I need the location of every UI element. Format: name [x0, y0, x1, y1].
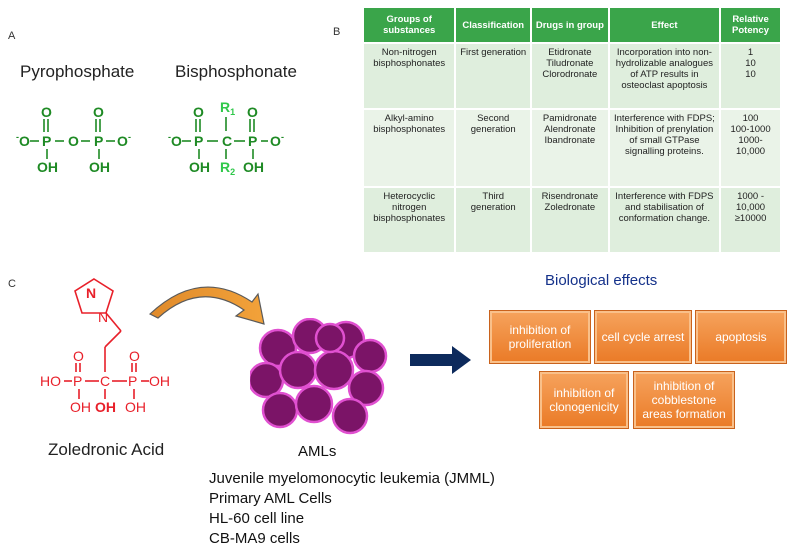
effect-box-clonogenicity: inhibition of clonogenicity	[539, 371, 629, 429]
table-row: Alkyl-amino bisphosphonates Second gener…	[364, 110, 780, 186]
svg-text:P: P	[194, 133, 203, 149]
svg-text:OH: OH	[37, 159, 58, 175]
panel-label-c: C	[8, 278, 16, 290]
table-row: Heterocyclic nitrogen bisphosphonates Th…	[364, 188, 780, 252]
effect-box-cobblestone: inhibition of cobblestone areas formatio…	[633, 371, 735, 429]
table-row: Non-nitrogen bisphosphonates First gener…	[364, 44, 780, 108]
svg-text:HO: HO	[40, 373, 61, 389]
effect-label: apoptosis	[715, 330, 767, 344]
svg-text:-: -	[281, 132, 284, 142]
cell-drugs: Pamidronate Alendronate Ibandronate	[532, 110, 608, 186]
cell-drugs: Risendronate Zoledronate	[532, 188, 608, 252]
bisphosphonate-structure: O O R1 -O P C P O- OH R2 OH	[168, 99, 284, 177]
cell-potency: 1000 - 10,000 ≥10000	[721, 188, 780, 252]
svg-text:O: O	[68, 133, 79, 149]
svg-text:O: O	[41, 104, 52, 120]
aml-label: AMLs	[298, 443, 337, 460]
aml-list-item: Juvenile myelomonocytic leukemia (JMML)	[209, 470, 495, 487]
aml-cell	[347, 369, 385, 407]
effect-label: inhibition of proliferation	[508, 323, 572, 351]
aml-cell	[352, 338, 388, 374]
bisphosphonate-table: Groups of substances Classification Drug…	[362, 6, 782, 254]
aml-list-item: CB-MA9 cells	[209, 530, 300, 547]
svg-text:OH: OH	[243, 159, 264, 175]
effect-box-proliferation: inhibition of proliferation	[489, 310, 591, 364]
biological-effects-title: Biological effects	[545, 272, 658, 289]
cell-effect: Interference with FDPS; Inhibition of pr…	[609, 110, 720, 186]
svg-text:OH: OH	[95, 399, 116, 415]
effect-box-cell-cycle: cell cycle arrest	[594, 310, 692, 364]
right-arrow-icon	[410, 346, 471, 374]
header-drugs: Drugs in group	[532, 8, 608, 42]
cell-group: Alkyl-amino bisphosphonates	[364, 110, 455, 186]
cell-group: Heterocyclic nitrogen bisphosphonates	[364, 188, 455, 252]
header-effect: Effect	[609, 8, 720, 42]
svg-text:OH: OH	[149, 373, 170, 389]
cell-effect: Interference with FDPS and stabilisation…	[609, 188, 720, 252]
cell-classification: Second generation	[456, 110, 531, 186]
svg-text:O: O	[193, 104, 204, 120]
svg-text:OH: OH	[70, 399, 91, 415]
header-potency: Relative Potency	[721, 8, 780, 42]
aml-list-item: HL-60 cell line	[209, 510, 305, 527]
cell-classification: First generation	[456, 44, 531, 108]
svg-text:C: C	[222, 133, 232, 149]
effect-label: inhibition of clonogenicity	[549, 386, 619, 414]
svg-text:O: O	[73, 348, 84, 364]
svg-text:C: C	[100, 373, 110, 389]
svg-text:-O: -O	[168, 132, 182, 149]
svg-text:P: P	[94, 133, 103, 149]
svg-text:OH: OH	[189, 159, 210, 175]
svg-text:P: P	[73, 373, 82, 389]
svg-text:N: N	[86, 285, 96, 301]
aml-cell	[261, 391, 299, 429]
aml-cell-cluster	[250, 318, 388, 435]
svg-text:O: O	[117, 133, 128, 149]
pyrophosphate-label: Pyrophosphate	[20, 62, 135, 81]
zoledronic-acid-label: Zoledronic Acid	[48, 440, 165, 459]
aml-cell	[314, 322, 346, 354]
cell-drugs: Etidronate Tiludronate Clorodronate	[532, 44, 608, 108]
svg-text:-: -	[128, 132, 131, 142]
svg-text:O: O	[247, 104, 258, 120]
panel-label-b: B	[333, 26, 341, 38]
effect-label: cell cycle arrest	[601, 330, 685, 344]
aml-cell	[294, 384, 334, 424]
svg-text:OH: OH	[125, 399, 146, 415]
cell-classification: Third generation	[456, 188, 531, 252]
svg-text:N: N	[98, 309, 108, 325]
panel-label-a: A	[8, 30, 16, 42]
zoledronic-acid-structure: N N O O HO P C P OH OH OH OH	[40, 278, 170, 415]
svg-text:P: P	[128, 373, 137, 389]
pyrophosphate-structure: O O -O P O P O- OH OH	[16, 104, 131, 175]
svg-text:O: O	[93, 104, 104, 120]
cell-group: Non-nitrogen bisphosphonates	[364, 44, 455, 108]
aml-cell	[278, 350, 318, 390]
aml-cell	[331, 397, 369, 435]
aml-cell	[313, 349, 355, 391]
header-classification: Classification	[456, 8, 531, 42]
cell-potency: 1 10 10	[721, 44, 780, 108]
table-header-row: Groups of substances Classification Drug…	[364, 8, 780, 42]
aml-list-item: Primary AML Cells	[209, 490, 332, 507]
curved-arrow-icon	[148, 286, 265, 325]
effect-label: inhibition of cobblestone areas formatio…	[642, 379, 726, 421]
cell-effect: Incorporation into non-hydrolizable anal…	[609, 44, 720, 108]
svg-text:-O: -O	[16, 132, 30, 149]
cell-potency: 100 100-1000 1000- 10,000	[721, 110, 780, 186]
svg-text:O: O	[129, 348, 140, 364]
svg-text:OH: OH	[89, 159, 110, 175]
effect-box-apoptosis: apoptosis	[695, 310, 787, 364]
svg-text:O: O	[270, 133, 281, 149]
header-groups: Groups of substances	[364, 8, 455, 42]
bisphosphonate-label: Bisphosphonate	[175, 62, 297, 81]
svg-text:P: P	[42, 133, 51, 149]
svg-text:P: P	[248, 133, 257, 149]
